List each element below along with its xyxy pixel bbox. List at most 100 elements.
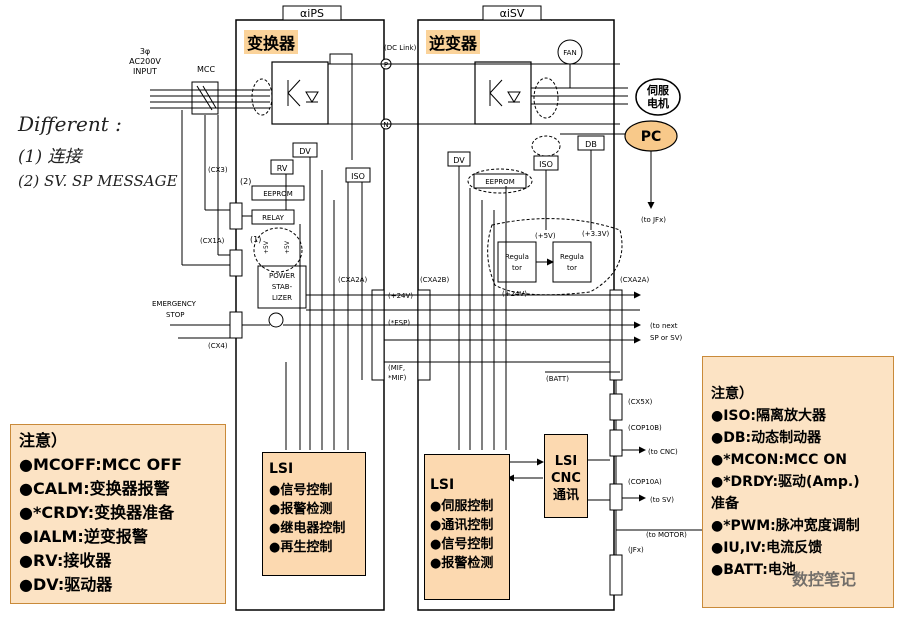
jfx-label: (JFx) [628,546,644,554]
power-label-3: LIZER [272,294,292,302]
output-lines [531,87,628,105]
sv-title-box [482,5,542,21]
left-wiring [170,110,270,339]
input-power-lines [150,89,270,109]
note-right-item: ●*PWM:脉冲宽度调制 [711,518,860,534]
reg-b-1: Regula [560,253,584,261]
note-right-item: ●*MCON:MCC ON [711,452,847,468]
cop10b-connector [609,429,623,457]
note-right-title: 注意） [711,386,753,402]
eeprom-left-label: EEPROM [263,190,292,198]
converter-module [271,61,329,125]
vertical-signal-lines [285,150,592,450]
handwriting-note: Different : (1) 连接 (2) SV. SP MESSAGE [18,112,178,190]
lsi-right-item: ●报警检测 [430,556,494,571]
note-left-item: ●MCOFF:MCC OFF [19,455,183,474]
esp-label: (*ESP) [388,319,410,327]
handwriting-line-1: Different : [18,112,122,136]
cxa2b-label: (CXA2B) [420,276,449,284]
dashed-circle-conv [251,78,273,116]
eeprom-left [251,185,305,201]
mcc-label: MCC [197,65,215,74]
converter-tag: 变换器 [244,30,299,54]
servo-motor [635,78,681,116]
emergency-label-2: STOP [166,311,184,319]
lsi-right-item: ●通讯控制 [430,518,494,533]
lsi-left-item: ●信号控制 [269,483,333,498]
note-right-item: ●IU,IV:电流反馈 [711,540,823,556]
n-label: N [383,121,388,129]
cop10b-label: (COP10B) [628,424,662,432]
to-next-1: (to next [650,322,678,330]
input-label-1: 3φ [140,47,150,56]
cxa2a-left-label: (CXA2A) [338,276,367,284]
lsi-left-item: ●再生控制 [269,540,333,555]
plus24v-label: (+24V) [502,290,527,298]
to-cnc-label: (to CNC) [648,448,678,456]
p5v-a: +5V [263,240,270,254]
dashed-regulators [487,218,623,296]
note-left-item: ●RV:接收器 [19,551,112,570]
iso-right-label: ISO [539,160,553,169]
regulator-a [497,241,537,283]
fan-label: FAN [563,49,576,57]
dv-left-label: DV [299,147,311,156]
circle-seven [268,312,284,328]
plus33v-label: (+3.3V) [582,230,610,238]
lsi-right-item: ●伺服控制 [430,499,494,514]
input-label-2: AC200V [129,57,161,66]
mif-label-1: (MIF, [388,364,405,372]
cx3-connector [229,202,243,230]
sv-title: αiSV [500,7,525,20]
to-jfx-top: (to JFx) [641,216,666,224]
lsi-cnc-box: LSI CNC 通讯 [544,434,588,518]
lsi-cnc-line: CNC [551,471,581,486]
note-left-item: ●DV:驱动器 [19,575,113,594]
lsi-cnc-line: LSI [554,454,578,469]
relay-label: RELAY [262,214,285,222]
lsi-left-box: LSI ●信号控制 ●报警检测 ●继电器控制 ●再生控制 [262,452,366,576]
note-right-item: 准备 [711,496,739,512]
inverter-module [474,61,532,125]
reg-a-1: Regula [505,253,529,261]
batt-label: (BATT) [546,375,569,383]
ips-title: αiPS [300,7,324,20]
note-left-item: ●*CRDY:变换器准备 [19,503,175,522]
dashed-circle-5v [253,227,303,273]
lsi-left-item: ●报警检测 [269,502,333,517]
handwriting-line-3: (2) SV. SP MESSAGE [18,172,178,190]
lsi-cnc-line: 通讯 [552,488,579,503]
to-next-2: SP or SV) [650,334,683,342]
lsi-right-item: ●信号控制 [430,537,494,552]
dashed-eeprom-right [467,168,533,194]
cop10a-label: (COP10A) [628,478,662,486]
lsi-right-title: LSI [430,477,455,493]
p5v-b: +5V [284,240,291,254]
cx4-connector [229,311,243,339]
motor-label-1: 伺服 [646,83,670,97]
bus-lines [283,291,641,363]
reg-a-2: tor [512,264,522,272]
cop10a-connector [609,483,623,511]
cx5x-connector [609,393,623,421]
note-left-item: ●CALM:变换器报警 [19,479,170,498]
pc-label: PC [641,129,662,145]
dashed-circle-iso [531,135,561,157]
watermark-text: 数控笔记 [792,570,857,589]
relay-block [251,209,295,225]
resistor [329,53,353,65]
note-right-item: ●DB:动态制动器 [711,430,822,446]
p-label: P [384,61,388,69]
inverter-tag: 逆变器 [426,30,481,54]
plus5v-label: (+5V) [535,232,556,240]
cx1a-connector [229,249,243,277]
note-right-item: ●*DRDY:驱动(Amp.) [711,474,860,490]
num-2-left: (2) [240,177,251,186]
eeprom-right [473,173,527,189]
dc-link-label: (DC Link) [384,44,417,52]
note-left-item: ●IALM:逆变报警 [19,527,148,546]
note-left-title: 注意） [19,431,68,450]
iso-left-label: ISO [351,172,365,181]
jfx-connector [609,554,623,596]
